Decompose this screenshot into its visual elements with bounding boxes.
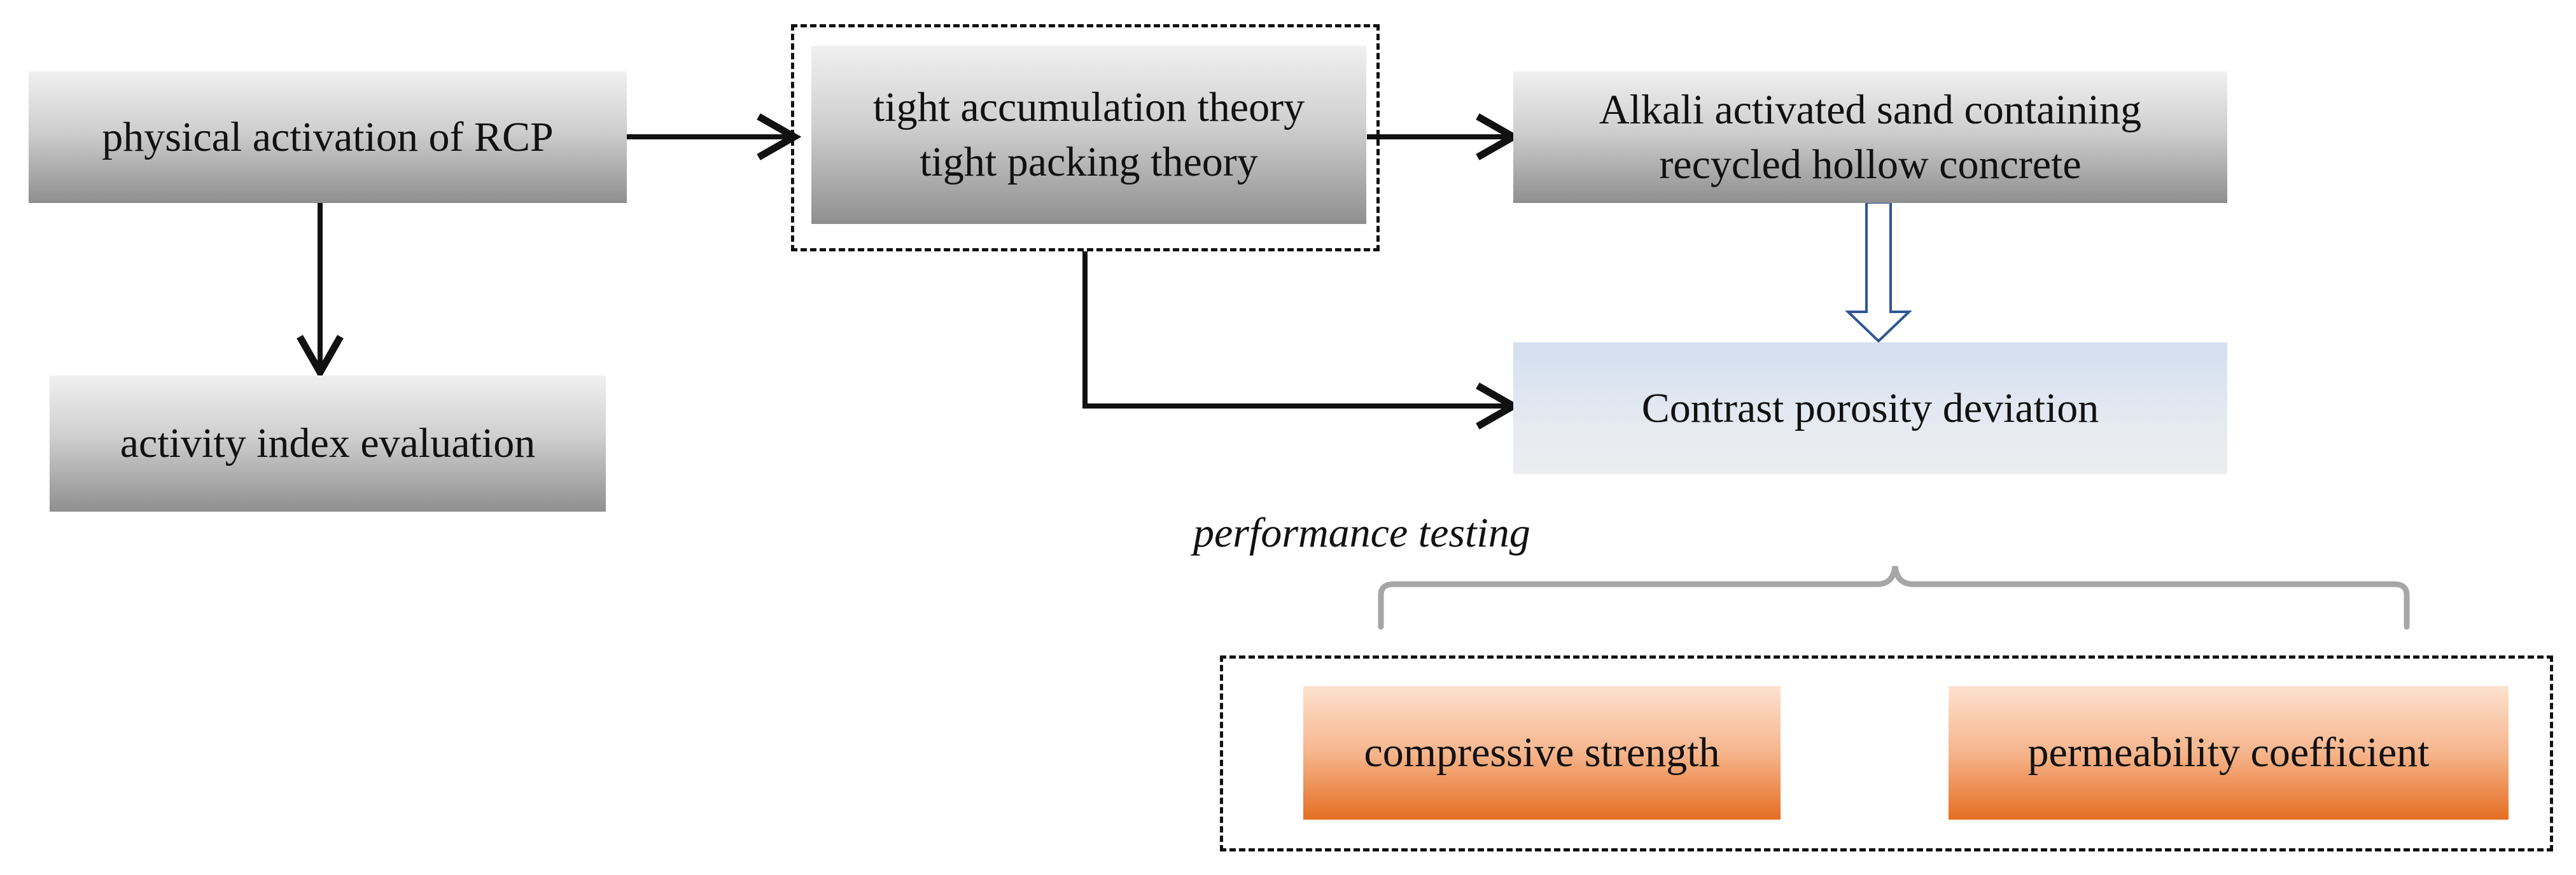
permeability-label: permeability coefficient: [2027, 729, 2430, 776]
testing-group-frame: [1220, 655, 2553, 851]
activity-index-box: activity index evaluation: [50, 375, 606, 512]
contrast-porosity-label: Contrast porosity deviation: [1641, 384, 2099, 431]
performance-testing-label: performance testing: [1193, 510, 1530, 556]
performance-brace: [1378, 566, 2410, 630]
alkali-line1-label: Alkali activated sand containing: [1599, 86, 2142, 133]
physical-activation-box: physical activation of RCP: [29, 71, 627, 203]
alkali-activated-box: Alkali activated sand containing recycle…: [1513, 71, 2227, 203]
physical-activation-label: physical activation of RCP: [102, 113, 554, 160]
alkali-line2-label: recycled hollow concrete: [1659, 141, 2082, 188]
tight-packing-label: tight packing theory: [920, 139, 1258, 185]
contrast-porosity-box: Contrast porosity deviation: [1513, 342, 2227, 474]
permeability-box: permeability coefficient: [1949, 686, 2509, 820]
compressive-strength-label: compressive strength: [1364, 729, 1720, 776]
arrow-theory-to-porosity: [1082, 251, 1521, 430]
hollow-down-arrow: [1845, 201, 1912, 343]
compressive-strength-box: compressive strength: [1303, 686, 1781, 820]
tight-accumulation-label: tight accumulation theory: [872, 84, 1305, 131]
theory-group-frame: [791, 24, 1380, 251]
activity-index-label: activity index evaluation: [120, 420, 536, 467]
tight-theory-box: tight accumulation theory tight packing …: [811, 46, 1366, 224]
